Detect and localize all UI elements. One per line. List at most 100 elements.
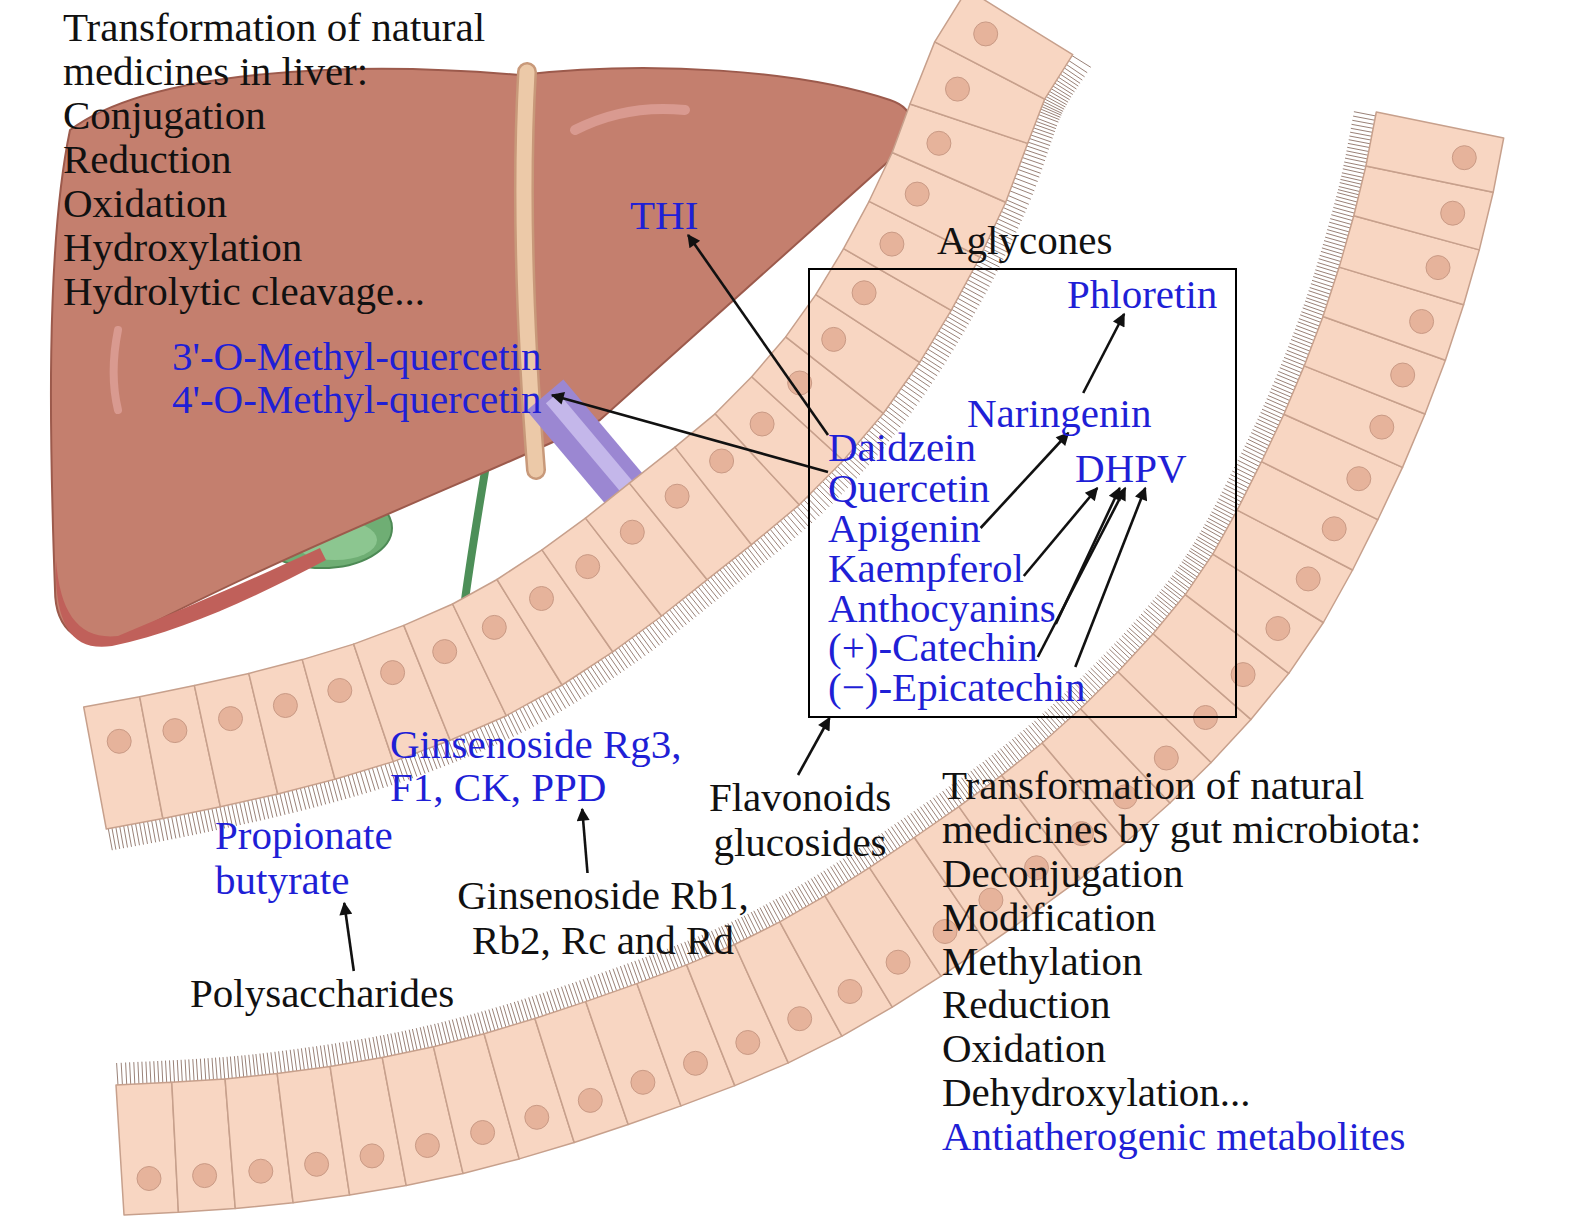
microvilli	[279, 792, 285, 815]
cell-nucleus	[946, 77, 970, 101]
microvilli	[317, 1046, 321, 1070]
microvilli	[151, 819, 155, 843]
microvilli	[482, 1012, 489, 1035]
cell-nucleus	[1322, 517, 1346, 541]
cell-nucleus	[1426, 256, 1450, 280]
microvilli	[1326, 233, 1349, 240]
cell-nucleus	[576, 555, 600, 579]
cell-nucleus	[219, 707, 243, 731]
microvilli	[474, 1014, 480, 1037]
microvilli	[602, 973, 610, 996]
microvilli	[1051, 706, 1067, 724]
microvilli	[166, 1061, 167, 1085]
microvilli	[558, 988, 566, 1011]
microvilli	[180, 813, 185, 837]
node-heading: Aglycones	[937, 220, 1112, 260]
microvilli	[332, 1044, 336, 1068]
microvilli	[362, 1039, 366, 1063]
cell-nucleus	[1266, 617, 1290, 641]
microvilli	[565, 986, 573, 1009]
microvilli	[1017, 169, 1040, 177]
label-text: Oxidation	[942, 1026, 1106, 1070]
label-text: Antiatherogenic metabolites	[942, 1114, 1405, 1158]
microvilli	[1305, 301, 1328, 309]
microvilli	[1338, 190, 1361, 196]
microvilli	[1250, 436, 1272, 446]
metabolite-label: Propionate butyrate	[215, 813, 405, 903]
microvilli	[1229, 478, 1250, 489]
microvilli	[1285, 354, 1307, 363]
microvilli	[313, 1047, 316, 1071]
microvilli	[1009, 190, 1031, 199]
node-text: Hydrolytic cleavage...	[63, 269, 425, 313]
microvilli	[398, 1032, 403, 1056]
microvilli	[146, 1062, 147, 1086]
microvilli	[1020, 161, 1043, 169]
cell-nucleus	[1296, 567, 1320, 591]
microvilli	[163, 817, 168, 841]
node-text: Ginsenoside Rg3, F1, CK, PPD	[390, 723, 700, 809]
microvilli	[1032, 124, 1055, 132]
microvilli	[139, 821, 143, 845]
microvilli	[1294, 333, 1316, 342]
cell-nucleus	[880, 232, 904, 256]
microvilli	[135, 822, 139, 846]
metabolite-label: 3'-O-Methyl-quercetin 4'-O-Methyl-querce…	[172, 335, 552, 421]
microvilli	[365, 1038, 369, 1062]
label-text: Modification	[942, 895, 1156, 939]
microvilli	[1083, 676, 1100, 693]
cell-nucleus	[905, 182, 929, 206]
microvilli	[1139, 617, 1157, 633]
microvilli	[1160, 592, 1179, 607]
microvilli	[1288, 347, 1310, 356]
microvilli	[1096, 662, 1113, 679]
node-text: Ginsenoside Rb1, Rb2, Rc and Rd	[448, 873, 758, 963]
cell-nucleus	[328, 679, 352, 703]
microvilli	[1246, 443, 1268, 454]
microvilli	[1349, 140, 1373, 145]
microvilli	[1031, 127, 1054, 135]
cell-nucleus	[1452, 146, 1476, 170]
cell-nucleus	[886, 950, 910, 974]
microvilli	[253, 1054, 256, 1078]
cell-nucleus	[193, 1164, 217, 1188]
microvilli	[134, 1062, 135, 1086]
microvilli	[1354, 112, 1378, 117]
microvilli	[123, 824, 127, 848]
microvilli	[1070, 55, 1090, 68]
microvilli	[155, 818, 159, 842]
microvilli	[514, 1002, 521, 1025]
microvilli	[391, 1034, 396, 1058]
microvilli	[196, 1059, 198, 1083]
microvilli	[460, 1017, 466, 1040]
microvilli	[1298, 322, 1320, 330]
node-text: Reduction	[63, 137, 232, 181]
microvilli	[966, 279, 987, 290]
microvilli	[613, 969, 621, 992]
node-text: (+)-Catechin	[828, 627, 1038, 667]
microvilli	[606, 971, 614, 994]
microvilli	[1314, 273, 1337, 280]
microvilli	[954, 301, 975, 313]
microvilli	[127, 823, 131, 847]
microvilli	[1324, 241, 1347, 248]
arrow-connector	[1056, 488, 1120, 624]
microvilli	[305, 1048, 308, 1072]
microvilli	[550, 690, 562, 711]
microvilli	[1344, 162, 1368, 167]
microvilli	[249, 1055, 252, 1079]
microvilli	[887, 406, 906, 421]
metabolite-label: THI	[630, 195, 698, 235]
microvilli	[1303, 308, 1326, 316]
microvilli	[1088, 671, 1105, 688]
epithelial-cell	[172, 1079, 236, 1212]
microvilli	[970, 271, 991, 282]
microvilli	[948, 312, 969, 324]
microvilli	[889, 402, 908, 417]
microvilli	[1299, 319, 1322, 327]
liver-rim	[56, 548, 326, 647]
metabolite-label: Phloretin	[1067, 274, 1217, 314]
microvilli	[540, 994, 547, 1017]
cell-nucleus	[684, 1051, 708, 1075]
node-text: 3'-O-Methyl-quercetin 4'-O-Methyl-querce…	[172, 335, 552, 421]
